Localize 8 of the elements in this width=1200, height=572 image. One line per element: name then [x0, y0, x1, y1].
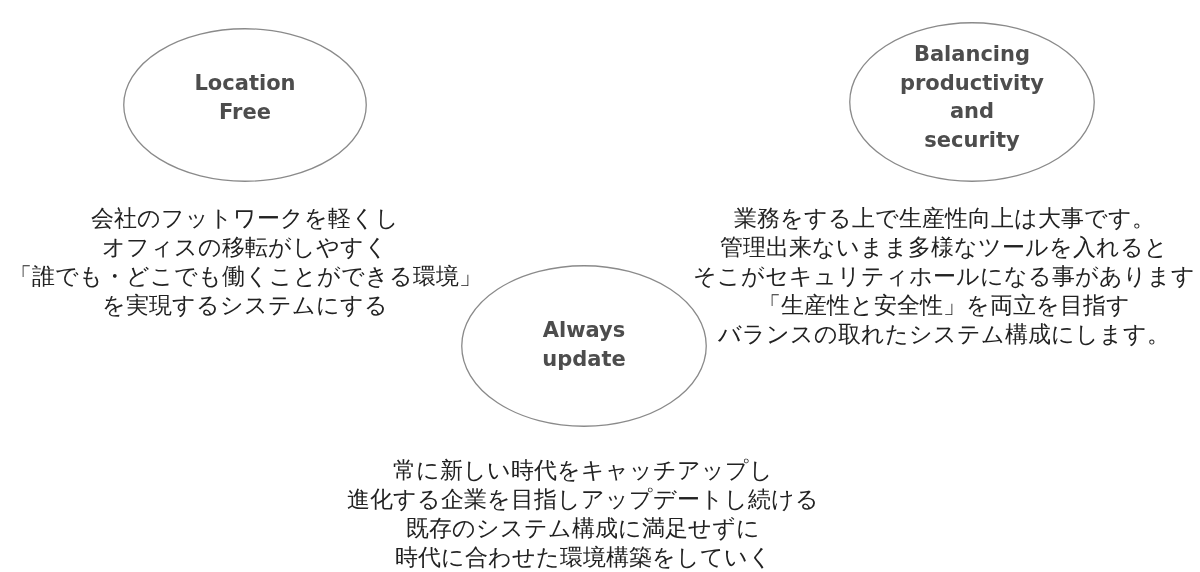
description-text: 会社のフットワークを軽くしオフィスの移転がしやすく「誰でも・どこでも働くことができる環境」を実現するシステムにする	[8, 203, 482, 320]
ellipse	[123, 28, 367, 182]
description-text: 業務をする上で生産性向上は大事です。管理出来ないまま多様なツールを入れるとそこがセキュリティホールになる事があります「生産性と安全性」を両立を目指すバランスの取れたシステム構成にします。	[693, 203, 1195, 349]
concept-heading: Balancing productivity and security	[899, 41, 1045, 154]
ellipse	[849, 22, 1095, 182]
description-text: 常に新しい時代をキャッチアップし進化する企業を目指しアップデートし続ける既存のシステム構成に満足せずに時代に合わせた環境構築をしていく	[347, 455, 819, 572]
concept-heading: Location Free	[194, 69, 296, 125]
concept-heading: Always update	[542, 316, 626, 372]
